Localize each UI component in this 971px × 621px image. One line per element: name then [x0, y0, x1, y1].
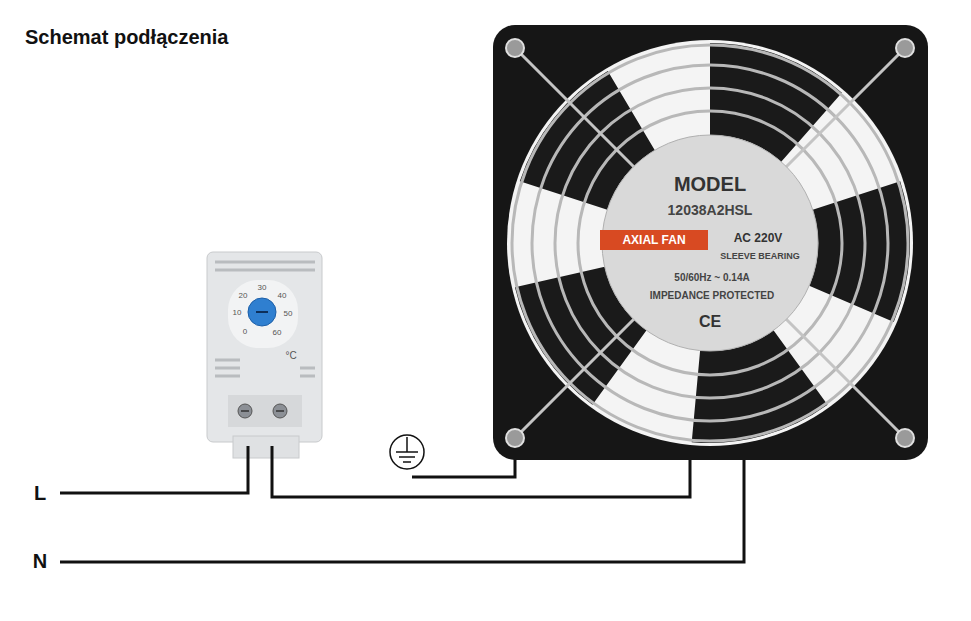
- dial-number: 40: [278, 292, 287, 300]
- fan-model-number: 12038A2HSL: [668, 203, 753, 217]
- dial-number: 0: [243, 328, 247, 336]
- dial-number: 20: [239, 292, 248, 300]
- fan-rating: 50/60Hz ~ 0.14A: [674, 273, 749, 283]
- ground-symbol: [390, 435, 424, 469]
- unit-label: °C: [285, 351, 296, 361]
- dial-number: 10: [233, 309, 242, 317]
- fan-type-label: AXIAL FAN: [622, 234, 685, 246]
- ce-mark: CE: [699, 314, 721, 330]
- fan-bearing: SLEEVE BEARING: [720, 252, 800, 261]
- fan-voltage: AC 220V: [734, 232, 783, 244]
- thermostat-picture: [207, 252, 322, 458]
- dial-number: 60: [273, 329, 282, 337]
- fan-protection: IMPEDANCE PROTECTED: [650, 291, 774, 301]
- line-label: L: [34, 483, 46, 503]
- fan-model-label: MODEL: [674, 174, 746, 194]
- dial-number: 50: [284, 310, 293, 318]
- line-label: N: [33, 551, 47, 571]
- fan-picture: [493, 25, 928, 460]
- diagram-title: Schemat podłączenia: [25, 26, 228, 49]
- dial-number: 30: [258, 284, 267, 292]
